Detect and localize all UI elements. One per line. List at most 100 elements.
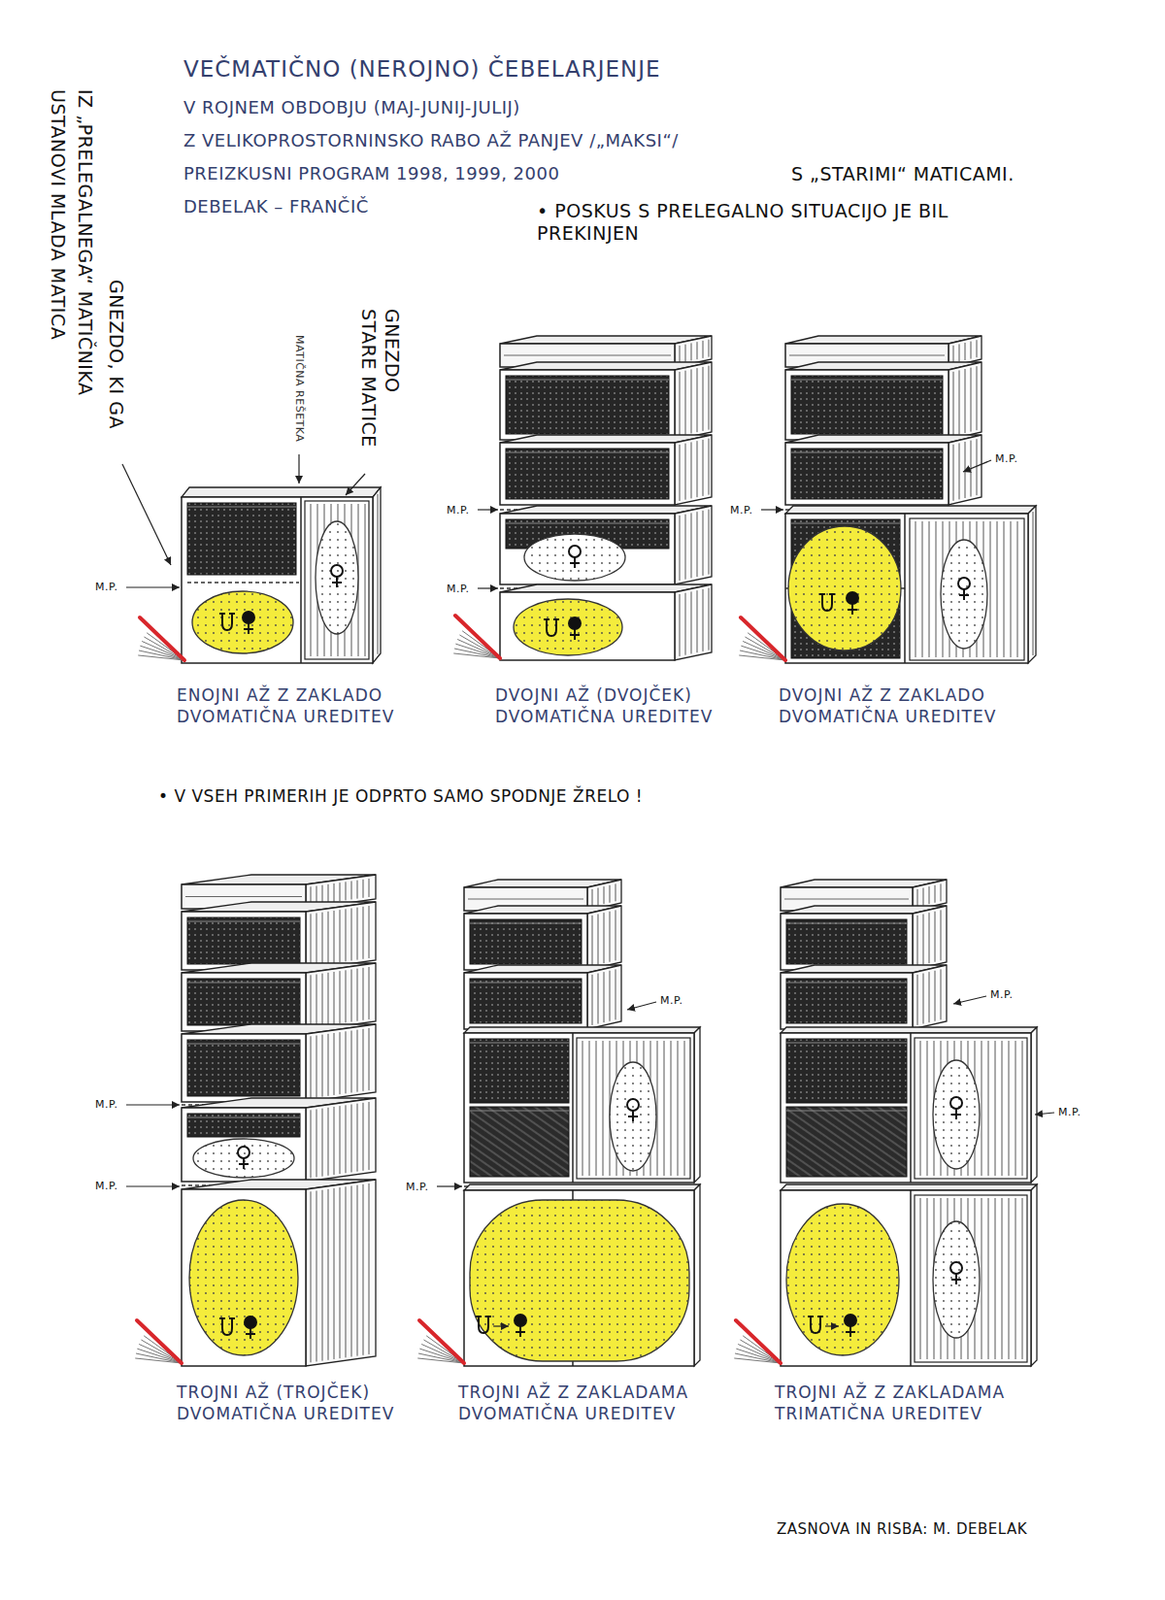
side-slat bbox=[592, 974, 594, 1026]
roof-line bbox=[784, 898, 909, 900]
side-slat bbox=[339, 1105, 341, 1174]
side-slat bbox=[351, 907, 353, 961]
queen-bar bbox=[332, 581, 342, 584]
box-top bbox=[464, 1027, 700, 1033]
side-slat bbox=[377, 494, 379, 655]
queen-symbol bbox=[958, 577, 970, 600]
side-slat bbox=[368, 1101, 370, 1170]
box-front bbox=[181, 497, 373, 664]
callout-text: GNEZDO bbox=[381, 308, 404, 394]
hive-box bbox=[464, 1027, 700, 1183]
leader-arrow bbox=[1034, 1112, 1055, 1115]
frame-bar bbox=[505, 523, 669, 525]
hive-box bbox=[181, 1179, 376, 1366]
frame-bar bbox=[187, 506, 297, 508]
side-slat bbox=[609, 885, 611, 903]
side-slat bbox=[339, 970, 341, 1024]
side-slat bbox=[615, 909, 617, 961]
side-slat bbox=[345, 1031, 347, 1094]
queen-bar bbox=[245, 1332, 256, 1335]
side-slat bbox=[333, 971, 335, 1025]
queen-bar bbox=[569, 633, 580, 636]
side-slat bbox=[691, 342, 693, 361]
box-front bbox=[499, 369, 675, 440]
box-side bbox=[674, 584, 712, 661]
box-front bbox=[464, 1032, 695, 1183]
side-slat bbox=[934, 885, 936, 903]
queen-cell-symbol bbox=[807, 1316, 824, 1333]
side-slat bbox=[708, 339, 710, 358]
comb-frames bbox=[786, 1106, 907, 1177]
queen-ring bbox=[958, 577, 970, 590]
side-slat bbox=[691, 368, 693, 433]
frame-slat bbox=[602, 1040, 604, 1176]
side-slat bbox=[598, 972, 600, 1024]
side-slat bbox=[363, 1102, 365, 1171]
queen-bar bbox=[951, 1278, 962, 1281]
frame-bar bbox=[791, 523, 900, 525]
hive-box bbox=[499, 505, 712, 585]
side-slat bbox=[953, 444, 955, 501]
entrance-marker bbox=[740, 617, 786, 661]
side-slat bbox=[708, 366, 710, 431]
side-slat bbox=[959, 442, 961, 500]
queen-symbol bbox=[846, 592, 859, 615]
frame-slat bbox=[1003, 521, 1005, 658]
callout-label: M.P. bbox=[95, 1179, 118, 1193]
entrance-marker bbox=[419, 1320, 465, 1364]
side-slat bbox=[615, 883, 617, 901]
box-front bbox=[181, 911, 306, 970]
side-slat bbox=[609, 970, 611, 1022]
box-front bbox=[780, 1190, 1032, 1366]
box-side bbox=[674, 362, 712, 440]
comb-frames bbox=[791, 375, 943, 434]
side-slat bbox=[917, 915, 919, 966]
box-front bbox=[780, 1032, 1032, 1183]
side-slat bbox=[592, 915, 594, 966]
frame-slat bbox=[589, 1040, 591, 1176]
side-slat bbox=[697, 511, 699, 577]
side-slat bbox=[970, 367, 972, 433]
side-slat bbox=[685, 514, 687, 580]
side-slat bbox=[679, 515, 681, 581]
side-slat bbox=[357, 1030, 359, 1093]
queen-ring bbox=[237, 1146, 250, 1159]
side-slat bbox=[363, 906, 365, 960]
hive-entrance bbox=[453, 615, 500, 659]
side-slat bbox=[679, 594, 681, 657]
frame-bar bbox=[469, 1110, 569, 1112]
young-brood-nest bbox=[192, 591, 294, 654]
callout-label: M.P. bbox=[446, 582, 469, 596]
queen-bar bbox=[515, 1331, 526, 1333]
side-slat bbox=[592, 889, 594, 907]
frame-slat bbox=[1008, 1198, 1010, 1360]
divider bbox=[909, 1032, 912, 1183]
queen-symbol bbox=[244, 1316, 257, 1339]
hive-diagram: TROJNI AŽ Z ZAKLADAMA DVOMATIČNA UREDITE… bbox=[458, 873, 740, 1429]
side-slat bbox=[685, 593, 687, 656]
hive-box bbox=[785, 362, 982, 440]
queen-bar bbox=[238, 1163, 249, 1165]
side-slat bbox=[976, 438, 978, 496]
side-frames bbox=[909, 518, 1025, 661]
hive-diagram: TROJNI AŽ (TROJČEK) DVOMATIČNA UREDITEV bbox=[176, 873, 459, 1429]
side-slat bbox=[691, 512, 693, 578]
side-slat bbox=[316, 912, 318, 966]
comb-frames bbox=[786, 1038, 907, 1103]
side-slat bbox=[702, 589, 704, 652]
callout-text: USTANOVI MLADA MATICA bbox=[47, 89, 70, 340]
box-front bbox=[464, 1190, 695, 1366]
side-slat bbox=[702, 340, 704, 359]
side-slat bbox=[679, 444, 681, 501]
frame-slat bbox=[995, 1198, 997, 1360]
comb-frames bbox=[791, 448, 943, 500]
side-slat bbox=[328, 911, 330, 965]
box-side bbox=[587, 965, 622, 1030]
box-side bbox=[305, 1024, 376, 1102]
side-slat bbox=[316, 1034, 318, 1098]
frame-bar bbox=[786, 923, 907, 925]
frame-slat bbox=[1017, 521, 1019, 658]
frame-slat bbox=[664, 1040, 666, 1176]
side-slat bbox=[923, 913, 925, 965]
side-slat bbox=[351, 1103, 353, 1172]
